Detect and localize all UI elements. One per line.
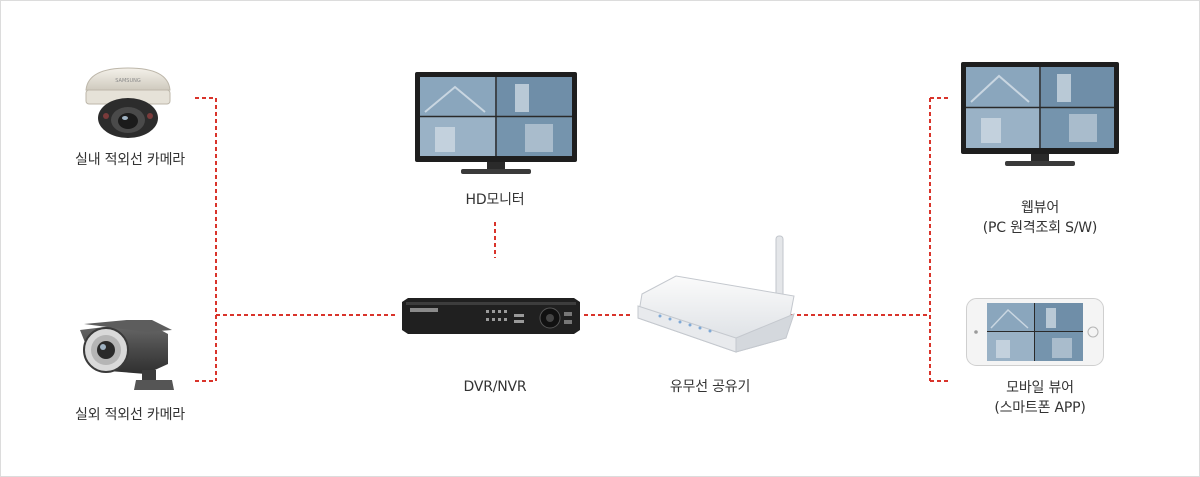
outdoor-camera-label-text: 실외 적외선 카메라: [75, 407, 185, 423]
camera-brand-logo: SAMSUNG: [115, 78, 141, 84]
router-image: [637, 235, 795, 353]
dvr-label-text: DVR/NVR: [463, 379, 527, 395]
mobile-viewer-sublabel-text: (스마트폰 APP): [994, 400, 1086, 416]
hd-monitor-label: HD모니터: [405, 190, 585, 210]
mobile-viewer-label: 모바일 뷰어 (스마트폰 APP): [950, 378, 1130, 418]
indoor-camera-image: SAMSUNG: [85, 67, 171, 138]
mobile-viewer-label-text: 모바일 뷰어: [1006, 380, 1074, 396]
indoor-camera-label-text: 실내 적외선 카메라: [75, 152, 185, 168]
dvr-image: [402, 298, 580, 334]
mobile-viewer-image: [966, 298, 1104, 366]
outdoor-camera-label: 실외 적외선 카메라: [40, 405, 220, 425]
hd-monitor-image: [415, 72, 577, 174]
web-viewer-label: 웹뷰어 (PC 원격조회 S/W): [950, 198, 1130, 238]
router-label-text: 유무선 공유기: [669, 379, 751, 395]
web-viewer-label-text: 웹뷰어: [1020, 200, 1060, 216]
router-label: 유무선 공유기: [620, 377, 800, 397]
outdoor-camera-image: [80, 320, 174, 390]
hd-monitor-label-text: HD모니터: [465, 192, 525, 208]
dvr-label: DVR/NVR: [405, 377, 585, 397]
indoor-camera-label: 실내 적외선 카메라: [40, 150, 220, 170]
web-viewer-sublabel-text: (PC 원격조회 S/W): [982, 220, 1098, 236]
web-viewer-image: [961, 62, 1119, 166]
